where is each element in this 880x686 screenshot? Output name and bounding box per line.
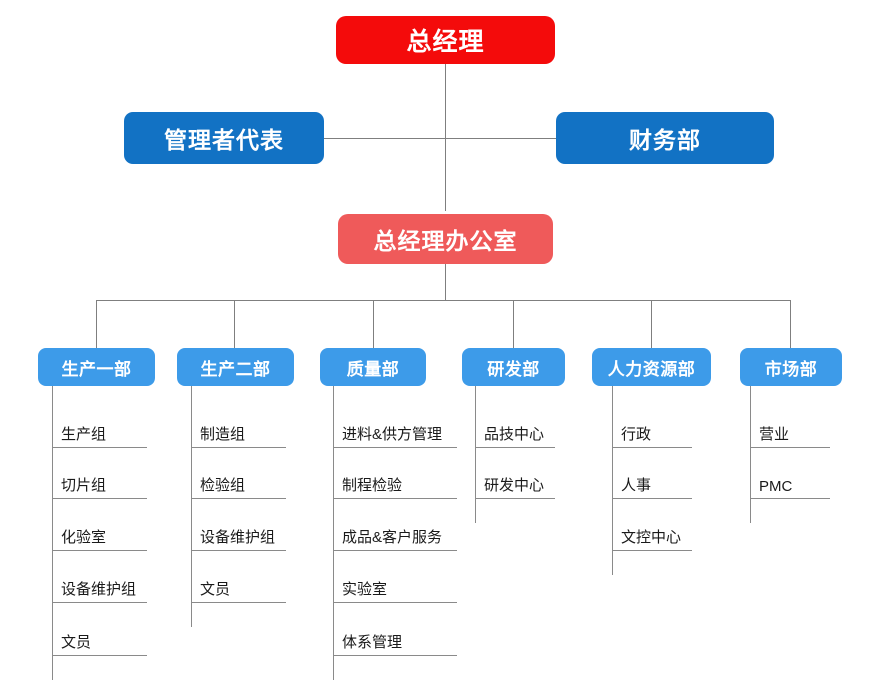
connector-ceo-to-office <box>445 63 446 211</box>
list-item[interactable]: 人事 <box>612 448 692 499</box>
subcolumn-spine-6 <box>750 386 751 523</box>
list-item[interactable]: 制程检验 <box>333 448 457 499</box>
node-department-3[interactable]: 质量部 <box>320 348 426 386</box>
node-management-representative[interactable]: 管理者代表 <box>124 112 324 164</box>
node-ceo[interactable]: 总经理 <box>336 16 555 64</box>
list-item[interactable]: 化验室 <box>52 499 147 551</box>
list-item[interactable]: PMC <box>750 448 830 499</box>
connector-level2-bus <box>130 138 765 139</box>
node-department-5[interactable]: 人力资源部 <box>592 348 711 386</box>
list-item[interactable]: 切片组 <box>52 448 147 499</box>
subcolumn-spine-5 <box>612 386 613 575</box>
list-item[interactable]: 研发中心 <box>475 448 555 499</box>
subcolumn-spine-1 <box>52 386 53 680</box>
connector-drop-dept-1 <box>96 300 97 348</box>
connector-drop-dept-6 <box>790 300 791 348</box>
list-item[interactable]: 生产组 <box>52 386 147 448</box>
subcolumn-spine-3 <box>333 386 334 680</box>
node-department-4[interactable]: 研发部 <box>462 348 565 386</box>
list-item[interactable]: 进料&供方管理 <box>333 386 457 448</box>
list-item[interactable]: 文员 <box>52 603 147 656</box>
list-item[interactable]: 实验室 <box>333 551 457 603</box>
node-department-6[interactable]: 市场部 <box>740 348 842 386</box>
connector-drop-dept-5 <box>651 300 652 348</box>
node-finance-department[interactable]: 财务部 <box>556 112 774 164</box>
list-item[interactable]: 营业 <box>750 386 830 448</box>
list-item[interactable]: 制造组 <box>191 386 286 448</box>
list-item[interactable]: 设备维护组 <box>52 551 147 603</box>
node-department-2[interactable]: 生产二部 <box>177 348 294 386</box>
subcolumn-spine-2 <box>191 386 192 627</box>
list-item[interactable]: 行政 <box>612 386 692 448</box>
list-item[interactable]: 文员 <box>191 551 286 603</box>
list-item[interactable]: 检验组 <box>191 448 286 499</box>
connector-drop-dept-4 <box>513 300 514 348</box>
list-item[interactable]: 品技中心 <box>475 386 555 448</box>
subcolumn-spine-4 <box>475 386 476 523</box>
list-item[interactable]: 体系管理 <box>333 603 457 656</box>
list-item[interactable]: 文控中心 <box>612 499 692 551</box>
connector-drop-dept-3 <box>373 300 374 348</box>
connector-office-to-bus <box>445 264 446 301</box>
list-item[interactable]: 设备维护组 <box>191 499 286 551</box>
node-department-1[interactable]: 生产一部 <box>38 348 155 386</box>
connector-drop-dept-2 <box>234 300 235 348</box>
connector-department-bus <box>96 300 791 301</box>
node-general-manager-office[interactable]: 总经理办公室 <box>338 214 553 264</box>
list-item[interactable]: 成品&客户服务 <box>333 499 457 551</box>
